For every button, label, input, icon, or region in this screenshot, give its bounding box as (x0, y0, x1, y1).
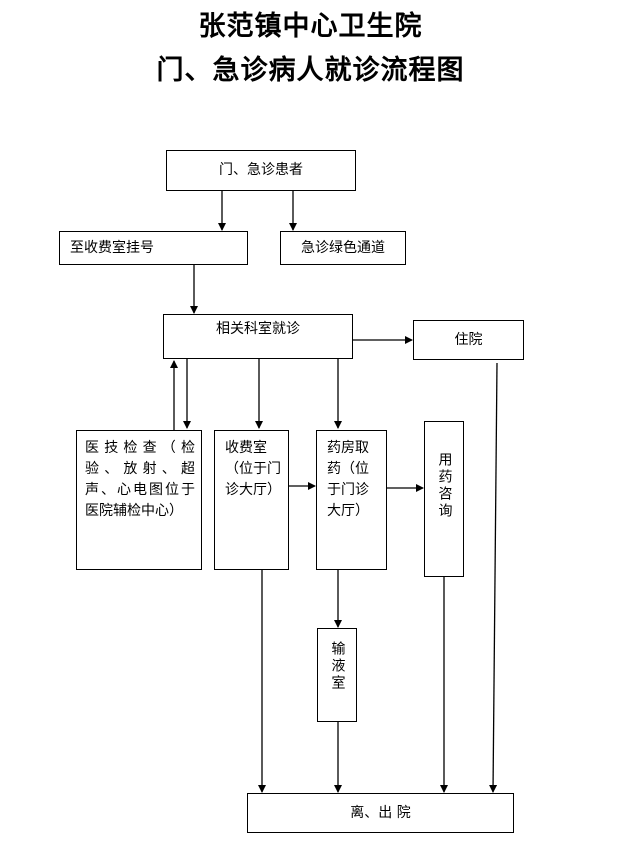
inpatient-box: 住院 (413, 320, 524, 360)
arrow-inpatient-to-discharge (489, 362, 498, 793)
consult-label: 用药咨询 (436, 452, 453, 520)
diagram-title: 门、急诊病人就诊流程图 (156, 55, 465, 86)
hospital-name: 张范镇中心卫生院 (198, 11, 423, 42)
green-channel-label: 急诊绿色通道 (301, 239, 385, 256)
infusion-box: 输液室 (317, 628, 357, 722)
payment-label: 收费室（位于门诊大厅） (225, 440, 281, 498)
consult-box: 用药咨询 (424, 421, 464, 577)
pharmacy-label: 药房取药（位于门诊大厅） (327, 440, 369, 519)
exam-box: 医技检查（检验、放射、超声、心电图位于医院辅检中心） (76, 430, 202, 570)
patient-box: 门、急诊患者 (166, 150, 356, 191)
department-box: 相关科室就诊 (163, 314, 353, 359)
exam-label: 医技检查（检验、放射、超声、心电图位于医院辅检中心） (85, 440, 195, 519)
pharmacy-box: 药房取药（位于门诊大厅） (316, 430, 387, 570)
inpatient-label: 住院 (454, 331, 483, 348)
patient-label: 门、急诊患者 (219, 162, 303, 178)
payment-box: 收费室（位于门诊大厅） (214, 430, 289, 570)
registration-box: 至收费室挂号 (59, 231, 248, 265)
green-channel-box: 急诊绿色通道 (280, 231, 406, 265)
infusion-label: 输液室 (329, 641, 346, 692)
registration-label: 至收费室挂号 (70, 239, 154, 256)
discharge-box: 离、出 院 (247, 793, 514, 833)
discharge-label: 离、出 院 (350, 804, 411, 821)
department-label: 相关科室就诊 (216, 321, 300, 337)
